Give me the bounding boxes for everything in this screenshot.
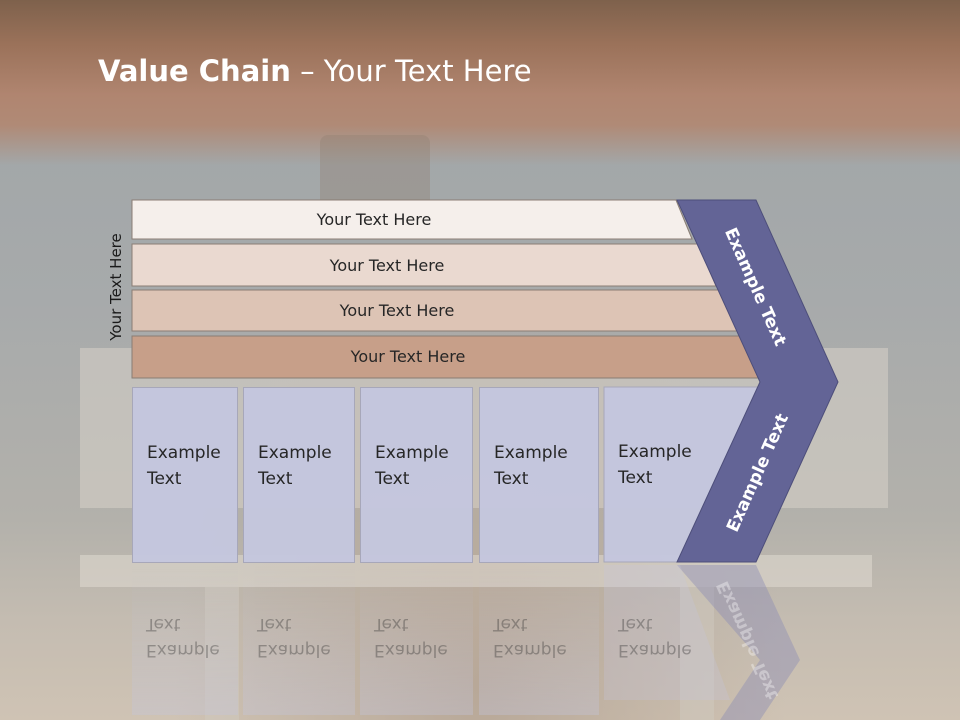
primary-activity-4-line2: Text	[494, 469, 529, 489]
primary-activity-3[interactable]: Example Text	[360, 387, 473, 563]
primary-activity-2[interactable]: Example Text	[243, 387, 355, 563]
support-activity-4-label: Your Text Here	[350, 347, 466, 366]
title-bold: Value Chain	[98, 54, 291, 88]
support-activity-4: Your Text Here	[132, 337, 744, 376]
margin-upper-label: Example Text	[720, 225, 790, 349]
slide-title: Value Chain – Your Text Here	[98, 54, 532, 88]
background-bench-leg	[205, 585, 239, 720]
primary-activity-3-line1: Example	[375, 443, 449, 463]
primary-activity-1[interactable]: Example Text	[132, 387, 238, 563]
margin-chevron[interactable]	[676, 199, 839, 563]
title-rest: – Your Text Here	[290, 54, 532, 88]
support-activity-1-label: Your Text Here	[316, 210, 432, 229]
background-figure	[320, 135, 430, 210]
margin-lower-label: Example Text	[723, 411, 793, 535]
support-activity-bar-1[interactable]	[131, 199, 693, 240]
support-activity-1: Your Text Here	[132, 200, 676, 239]
primary-activity-2-line1: Example	[258, 443, 332, 463]
last-primary-column-reflection	[604, 565, 730, 700]
primary-activity-5-line2: Text	[618, 468, 653, 488]
primary-activity-3-line2: Text	[375, 469, 410, 489]
primary-activity-5[interactable]: Example Text	[604, 387, 714, 563]
support-activity-3-label: Your Text Here	[339, 301, 455, 320]
primary-activity-1-line1: Example	[147, 443, 221, 463]
primary-activity-1-line2: Text	[147, 469, 182, 489]
support-activity-2-label: Your Text Here	[329, 256, 445, 275]
margin-chevron-reflection	[677, 565, 800, 720]
primary-activity-4[interactable]: Example Text	[479, 387, 599, 563]
support-activity-2: Your Text Here	[132, 246, 702, 285]
primary-activity-5-line1: Example	[618, 442, 692, 462]
primary-activity-4-line1: Example	[494, 443, 568, 463]
margin-lower-reflection: Example Text	[713, 578, 783, 702]
primary-activity-2-line2: Text	[258, 469, 293, 489]
support-activity-3: Your Text Here	[132, 291, 722, 330]
background-bench-leg	[680, 585, 714, 720]
